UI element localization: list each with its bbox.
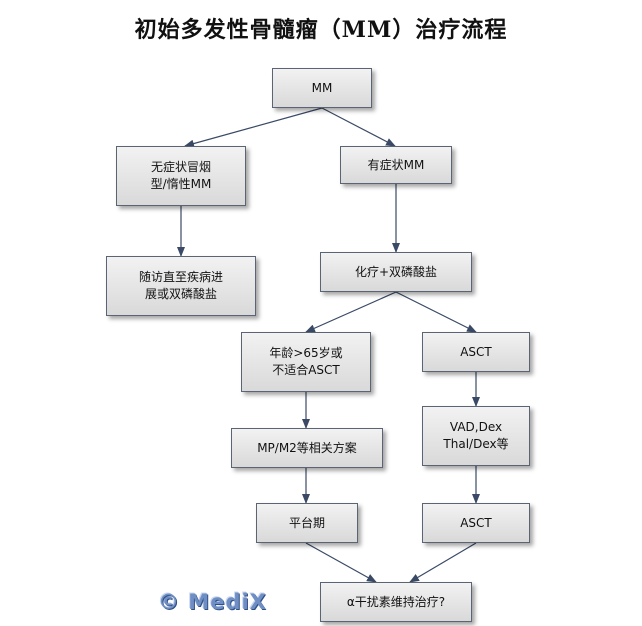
node-vad-regimen: VAD,Dex Thal/Dex等 bbox=[422, 406, 530, 466]
node-symptomatic-mm: 有症状MM bbox=[340, 146, 452, 184]
node-mp-regimen: MP/M2等相关方案 bbox=[231, 428, 383, 468]
node-alpha-interferon: α干扰素维持治疗? bbox=[320, 582, 472, 622]
edge-mm-to-symptomatic bbox=[321, 107, 396, 147]
edge-chemo-to-age bbox=[305, 291, 397, 333]
node-plateau: 平台期 bbox=[256, 503, 358, 543]
node-chemotherapy-bisphosphonate: 化疗+双磷酸盐 bbox=[320, 252, 472, 292]
medix-watermark: © MediX bbox=[158, 590, 267, 614]
node-follow-up: 随访直至疾病进 展或双磷酸盐 bbox=[106, 256, 256, 316]
diagram-title: 初始多发性骨髓瘤（MM）治疗流程 bbox=[134, 17, 508, 43]
node-age-over-65: 年龄>65岁或 不适合ASCT bbox=[241, 332, 371, 392]
node-asymptomatic-mm: 无症状冒烟 型/惰性MM bbox=[116, 146, 246, 206]
edge-chemo-to-asct-first bbox=[395, 291, 477, 333]
edge-asct-second-to-alpha bbox=[409, 542, 477, 583]
node-asct-first: ASCT bbox=[422, 332, 530, 372]
edge-plateau-to-alpha bbox=[305, 542, 377, 583]
node-asct-second: ASCT bbox=[422, 503, 530, 543]
node-mm: MM bbox=[272, 68, 372, 108]
edge-mm-to-asymptomatic bbox=[184, 107, 323, 148]
